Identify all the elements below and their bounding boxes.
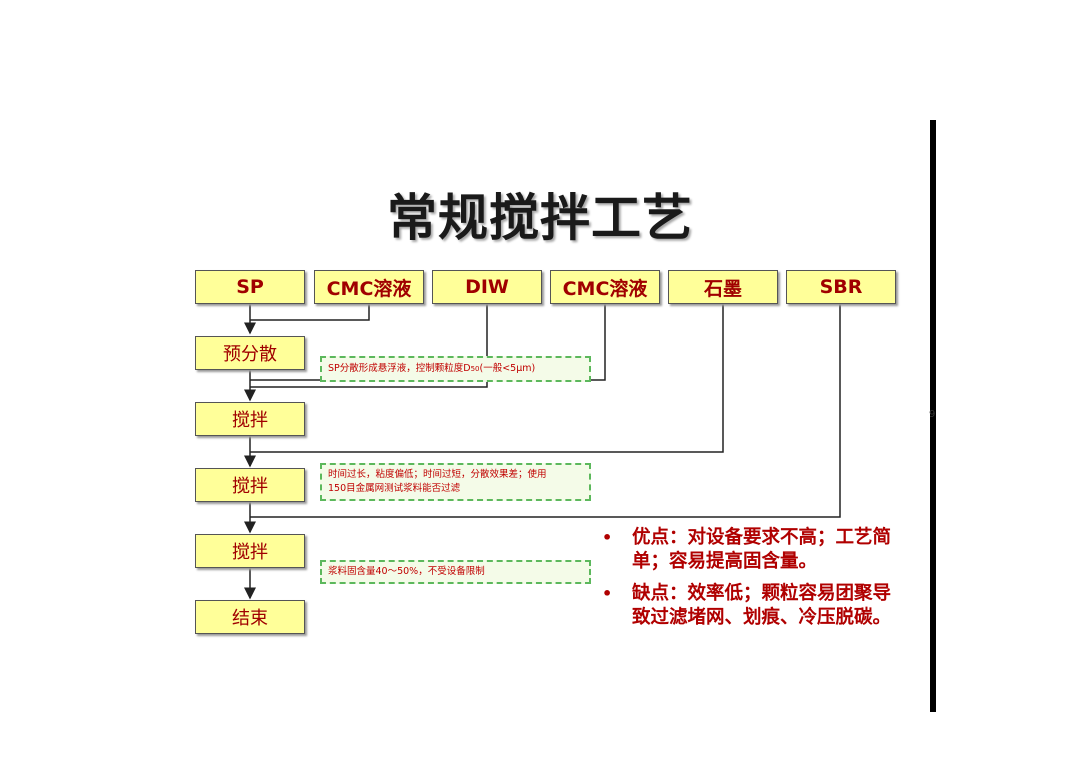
material-box-diw: DIW [432, 270, 542, 304]
pros-cons-list: • 优点：对设备要求不高；工艺简单；容易提高固含量。 • 缺点：效率低；颗粒容易… [602, 526, 902, 638]
connector-diw-join [250, 304, 488, 388]
note-predisperse-sub: 50 [470, 365, 480, 373]
material-box-sbr: SBR [786, 270, 896, 304]
note-solid-content: 浆料固含量40～50%，不受设备限制 [320, 560, 591, 584]
pros-text: 优点：对设备要求不高；工艺简单；容易提高固含量。 [632, 527, 892, 572]
step-box-mix-2: 搅拌 [195, 468, 305, 502]
page-number: 9 [929, 409, 936, 420]
page-title: 常规搅拌工艺 [387, 189, 693, 247]
note-mixing-time: 时间过长，粘度偏低；时间过短，分散效果差；使用 150目金属网测试浆料能否过滤 [320, 463, 591, 501]
material-box-sp: SP [195, 270, 305, 304]
bullet-icon: • [602, 528, 613, 547]
note-mixing-line1: 时间过长，粘度偏低；时间过短，分散效果差；使用 [328, 469, 547, 480]
cons-text: 缺点：效率低；颗粒容易团聚导致过滤堵网、划痕、冷压脱碳。 [632, 583, 892, 628]
note-solid-text: 浆料固含量40～50%，不受设备限制 [328, 566, 485, 577]
material-box-graphite: 石墨 [668, 270, 778, 304]
step-box-end: 结束 [195, 600, 305, 634]
list-item: • 缺点：效率低；颗粒容易团聚导致过滤堵网、划痕、冷压脱碳。 [602, 582, 902, 630]
vertical-divider [930, 120, 936, 712]
step-box-mix-3: 搅拌 [195, 534, 305, 568]
connector-graphite-join [250, 304, 724, 453]
connector-sbr-join [250, 304, 841, 518]
note-predisperse-prefix: SP分散形成悬浮液，控制颗粒度D [328, 363, 471, 374]
material-box-cmc-1: CMC溶液 [314, 270, 424, 304]
connector-cmc1-join [250, 304, 370, 321]
material-box-cmc-2: CMC溶液 [550, 270, 660, 304]
note-mixing-line2: 150目金属网测试浆料能否过滤 [328, 483, 461, 494]
step-box-mix-1: 搅拌 [195, 402, 305, 436]
note-predisperse-suffix: (一般<5μm) [479, 363, 536, 374]
step-box-predisperse: 预分散 [195, 336, 305, 370]
bullet-icon: • [602, 584, 613, 603]
list-item: • 优点：对设备要求不高；工艺简单；容易提高固含量。 [602, 526, 902, 574]
